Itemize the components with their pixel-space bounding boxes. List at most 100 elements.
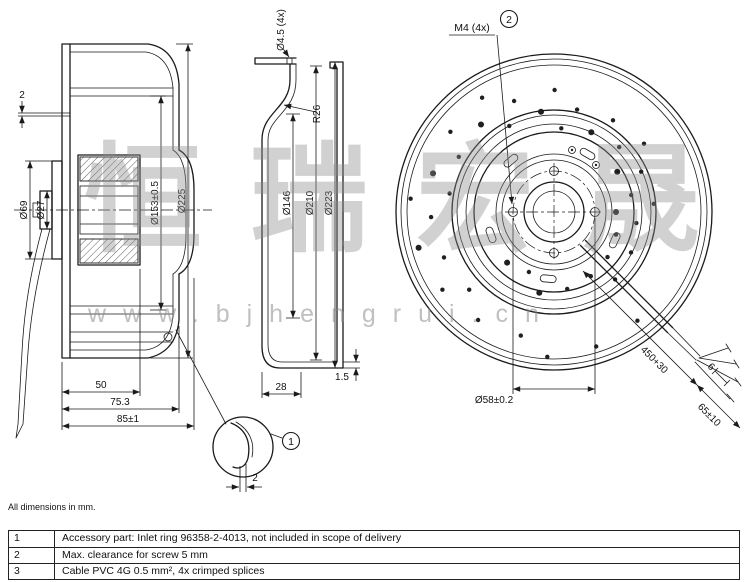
dim-label-65: 65±10 — [695, 402, 723, 430]
shroud-inner-bottom — [69, 273, 174, 351]
shroud-inner-top — [69, 51, 174, 151]
balance-dot — [441, 255, 447, 260]
rivet — [163, 332, 173, 342]
cable — [579, 239, 674, 334]
dim-label-dia225: Ø225 — [177, 188, 188, 213]
inlet-ring-profile — [230, 422, 250, 469]
note-text: Max. clearance for screw 5 mm — [62, 549, 208, 561]
balance-dot — [526, 269, 532, 275]
balance-dot — [545, 354, 550, 359]
vent-slot — [608, 232, 621, 249]
vent-slot — [485, 226, 497, 244]
m4-hole — [549, 166, 559, 176]
dim-label-50: 50 — [95, 380, 107, 391]
balance-dot — [507, 123, 512, 129]
dim-label-450: 450+30 — [638, 344, 670, 376]
shroud-outer-top — [69, 43, 180, 151]
balance-dot — [639, 169, 644, 174]
dim-label-dia146: Ø146 — [282, 190, 293, 215]
side-section-view — [14, 43, 212, 439]
stator-winding-upper — [79, 156, 139, 182]
dimensions-note: All dimensions in mm. — [8, 502, 96, 512]
balance-dot — [511, 98, 517, 104]
callout-2-badge — [499, 9, 519, 29]
balance-dot — [565, 286, 570, 292]
balance-dot — [629, 192, 634, 198]
dim-label-dia153: Ø153±0.5 — [150, 181, 161, 225]
note-text: Cable PVC 4G 0.5 mm², 4x crimped splices — [62, 565, 265, 577]
side-view-dimensions: 2 Ø69 Ø27 Ø153±0.5 Ø225 50 75.3 85±1 — [18, 43, 195, 430]
cable-wires — [694, 347, 739, 400]
dim-label-detail-2: 2 — [252, 473, 258, 484]
screw-hole — [286, 57, 293, 65]
note-text: Accessory part: Inlet ring 96358-2-4013,… — [62, 532, 402, 544]
dim-label-dia223: Ø223 — [324, 190, 335, 215]
balance-dot — [415, 244, 422, 251]
front-view — [395, 53, 742, 403]
detail-circle — [212, 416, 274, 478]
note-row: 2 Max. clearance for screw 5 mm — [9, 547, 739, 563]
balance-dot — [456, 154, 461, 159]
balance-mark — [592, 161, 600, 169]
balance-dot — [440, 287, 445, 292]
balance-dot — [408, 196, 413, 201]
m4-hole — [508, 207, 518, 217]
balancing-dots — [408, 87, 656, 359]
balance-dot — [430, 170, 436, 177]
balance-dot — [467, 287, 472, 292]
note-number: 2 — [9, 548, 55, 563]
balance-dot — [651, 201, 656, 206]
vent-slot — [539, 274, 557, 283]
dim-label-dia4-5: Ø4.5 (4x) — [276, 9, 287, 51]
dim-label-dia58: Ø58±0.2 — [475, 395, 514, 406]
balance-dot — [588, 129, 595, 136]
dim-label-75-3: 75.3 — [110, 397, 130, 408]
cone-outer-wall — [261, 63, 344, 369]
balance-dot — [538, 108, 544, 115]
rotor-lamination-lines — [79, 195, 139, 225]
inlet-ring-detail: 2 1 — [175, 329, 301, 492]
dim-label-1-5: 1.5 — [335, 372, 349, 383]
balance-dot — [448, 129, 453, 134]
balance-dot — [634, 220, 639, 226]
callout-1-badge — [281, 431, 301, 451]
cable-side-view — [15, 228, 51, 439]
impeller-outer-circle — [395, 53, 713, 371]
balance-dot — [478, 121, 484, 128]
m4-hole — [590, 207, 600, 217]
balance-dot — [552, 87, 557, 93]
dim-label-28: 28 — [275, 382, 287, 393]
balance-dot — [479, 95, 485, 100]
balance-dot — [605, 254, 610, 260]
balance-mark — [568, 146, 576, 154]
dim-label-dia27: Ø27 — [36, 200, 47, 219]
wire-crimp-ends — [725, 343, 742, 403]
balance-dot — [613, 232, 619, 237]
balance-dot — [614, 168, 621, 175]
inlet-opening-circle — [451, 109, 657, 315]
notes-table: 1 Accessory part: Inlet ring 96358-2-401… — [8, 530, 740, 580]
rotor-hub-circle — [473, 131, 635, 293]
stator-winding-lower — [79, 238, 139, 264]
vent-slot — [503, 153, 519, 168]
balance-dot — [641, 141, 647, 146]
top-flange — [254, 57, 297, 65]
flange-step — [61, 112, 71, 117]
cable-splice — [667, 327, 701, 361]
dim-label-85: 85±1 — [117, 414, 140, 425]
balance-dot — [447, 191, 452, 196]
impeller-section-dimensions: Ø4.5 (4x) R26 Ø146 Ø210 Ø223 1.5 28 — [261, 9, 360, 398]
shaft-stub — [32, 202, 41, 218]
shroud-outer-bottom — [69, 273, 180, 359]
balance-dot — [628, 250, 634, 255]
dim-label-r26: R26 — [312, 104, 323, 123]
balance-dot — [617, 144, 622, 150]
balance-dot — [428, 214, 434, 220]
cone-inner-wall — [267, 63, 338, 363]
dim-label-2-top: 2 — [19, 90, 25, 101]
dim-label-dia69: Ø69 — [19, 200, 30, 219]
balance-dot — [504, 259, 511, 266]
blade-edge-lines — [69, 87, 174, 315]
